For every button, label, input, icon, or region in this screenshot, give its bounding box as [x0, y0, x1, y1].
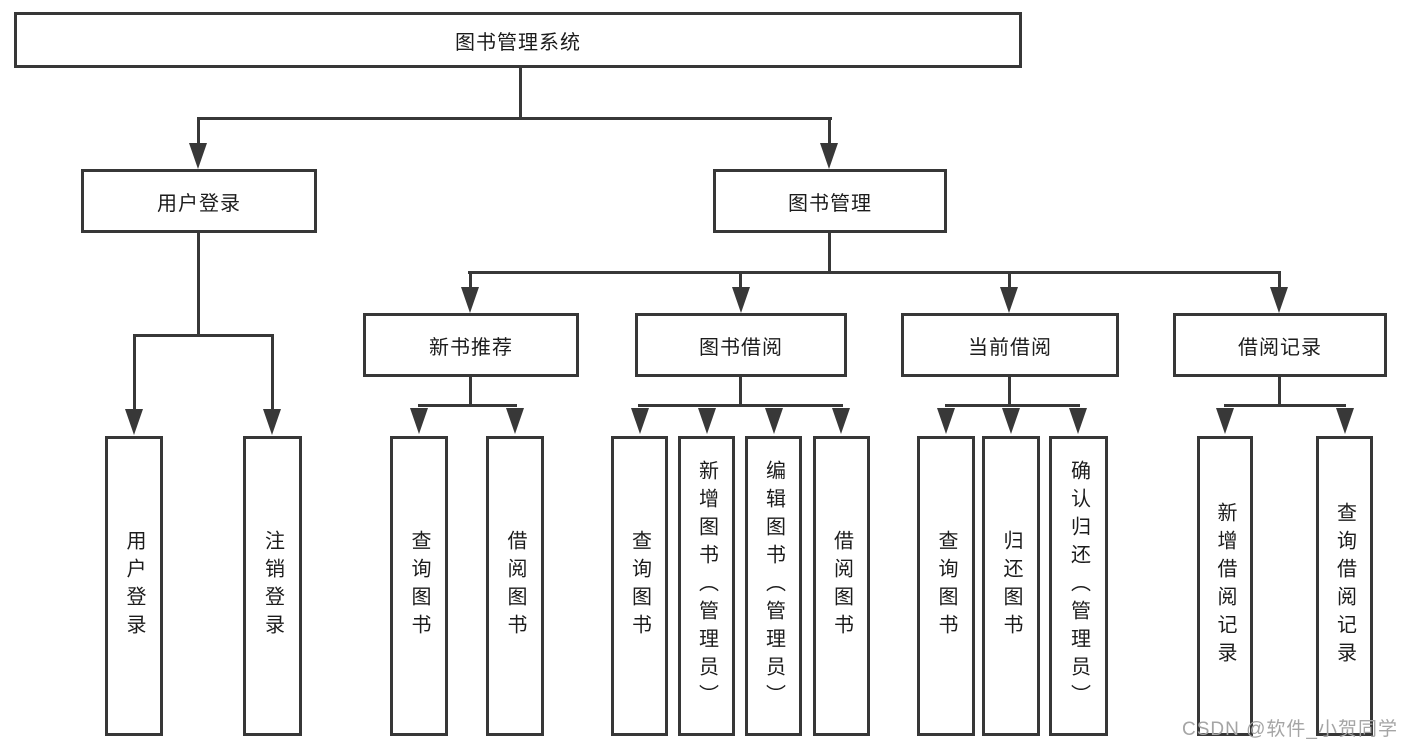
leaf-query-books-recommend: 查询图书	[390, 436, 448, 736]
arrowhead	[1002, 408, 1020, 434]
arrowhead	[631, 408, 649, 434]
arrowhead	[765, 408, 783, 434]
connector	[197, 117, 200, 144]
leaf-borrow-books: 借阅图书	[813, 436, 870, 736]
connector	[468, 271, 1281, 274]
node-new-book-recommendation: 新书推荐	[363, 313, 579, 377]
node-book-borrowing: 图书借阅	[635, 313, 847, 377]
csdn-watermark: CSDN @软件_小贺同学	[1182, 719, 1398, 740]
connector	[1278, 377, 1281, 407]
connector	[469, 271, 472, 287]
leaf-confirm-return-admin: 确认归还（管理员）	[1049, 436, 1108, 736]
leaf-add-borrow-record: 新增借阅记录	[1197, 436, 1253, 736]
node-library-system: 图书管理系统	[14, 12, 1022, 68]
leaf-logout: 注销登录	[243, 436, 302, 736]
connector	[828, 117, 831, 144]
leaf-query-books-current: 查询图书	[917, 436, 975, 736]
connector	[133, 334, 274, 337]
arrowhead	[410, 408, 428, 434]
connector	[418, 404, 517, 407]
connector	[1008, 377, 1011, 407]
arrowhead	[461, 287, 479, 313]
arrowhead	[698, 408, 716, 434]
arrowhead	[1069, 408, 1087, 434]
connector	[1224, 404, 1346, 407]
leaf-return-books: 归还图书	[982, 436, 1040, 736]
arrowhead	[820, 143, 838, 169]
node-borrowing-records: 借阅记录	[1173, 313, 1387, 377]
arrowhead	[189, 143, 207, 169]
arrowhead	[937, 408, 955, 434]
connector	[1008, 271, 1011, 287]
arrowhead	[263, 409, 281, 435]
arrowhead	[1000, 287, 1018, 313]
connector	[271, 334, 274, 410]
arrowhead	[1336, 408, 1354, 434]
connector	[945, 404, 1080, 407]
arrowhead	[832, 408, 850, 434]
connector	[133, 334, 136, 410]
connector	[469, 377, 472, 407]
leaf-query-books-borrowing: 查询图书	[611, 436, 668, 736]
arrowhead	[1216, 408, 1234, 434]
connector	[638, 404, 843, 407]
connector	[1278, 271, 1281, 287]
connector	[197, 233, 200, 337]
arrowhead	[506, 408, 524, 434]
node-user-login: 用户登录	[81, 169, 317, 233]
node-current-borrowing: 当前借阅	[901, 313, 1119, 377]
connector	[197, 117, 832, 120]
leaf-add-books-admin: 新增图书（管理员）	[678, 436, 735, 736]
node-book-management: 图书管理	[713, 169, 947, 233]
leaf-edit-books-admin: 编辑图书（管理员）	[745, 436, 802, 736]
connector	[828, 233, 831, 273]
arrowhead	[732, 287, 750, 313]
arrowhead	[125, 409, 143, 435]
leaf-query-borrow-record: 查询借阅记录	[1316, 436, 1373, 736]
connector	[739, 271, 742, 287]
connector	[519, 66, 522, 118]
arrowhead	[1270, 287, 1288, 313]
connector	[739, 377, 742, 407]
leaf-borrow-books-recommend: 借阅图书	[486, 436, 544, 736]
leaf-user-login: 用户登录	[105, 436, 163, 736]
